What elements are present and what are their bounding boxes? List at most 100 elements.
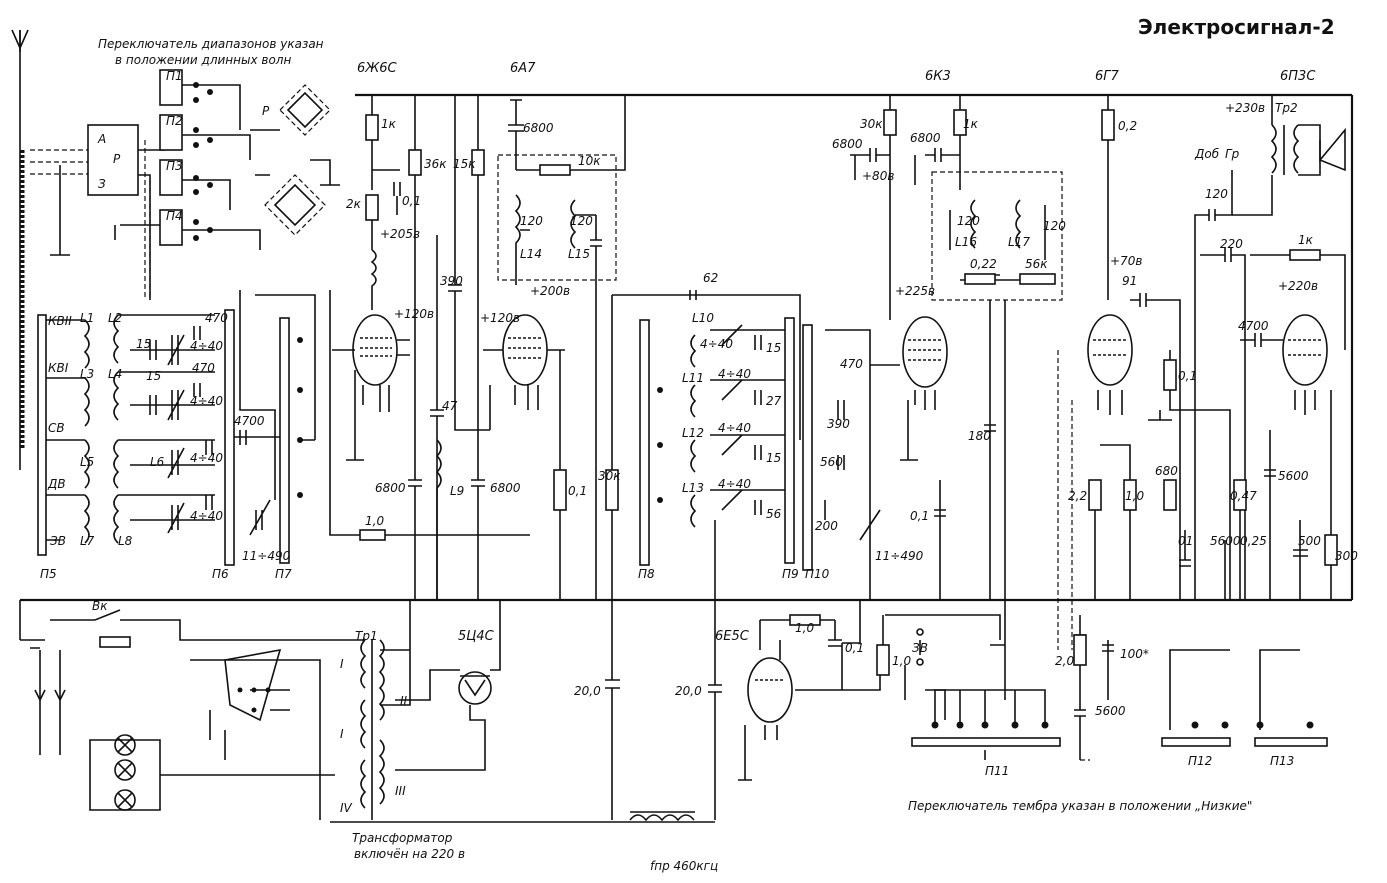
- component-label: L7: [80, 534, 95, 548]
- component-label: 5600: [1095, 704, 1126, 718]
- tube-label: 5Ц4С: [458, 629, 495, 644]
- component-label: II: [400, 694, 408, 708]
- component-label: +205в: [380, 227, 420, 241]
- component-label: КВI: [48, 361, 69, 375]
- tube-6g7: [1087, 95, 1231, 600]
- component-label: 6800: [910, 131, 941, 145]
- component-label: +80в: [862, 169, 894, 183]
- component-label: L1: [80, 311, 94, 325]
- component-label: 0,2: [1118, 119, 1137, 133]
- component-label: Р: [113, 152, 121, 166]
- component-label: 5600: [1210, 534, 1241, 548]
- component-label: 4÷40: [718, 367, 751, 381]
- component-label: 11÷490: [242, 549, 291, 563]
- if-frequency-note: fпр 460кгц: [650, 859, 718, 873]
- antenna-section: [11, 29, 340, 470]
- component-label: 680: [1155, 464, 1178, 478]
- component-label: 390: [440, 274, 463, 288]
- tube-label: 6Ж6С: [357, 61, 398, 76]
- component-label: IV: [340, 801, 353, 815]
- component-label: L4: [108, 367, 122, 381]
- component-label: 120: [570, 214, 593, 228]
- tube-6p3s: [1194, 95, 1346, 600]
- component-label: 220: [1220, 237, 1243, 251]
- component-label: I: [340, 727, 344, 741]
- component-label: П10: [805, 567, 830, 581]
- component-label: 62: [703, 271, 718, 285]
- component-label: 6800: [375, 481, 406, 495]
- component-label: 36к: [424, 157, 447, 171]
- component-label: I: [340, 657, 344, 671]
- component-label: 2к: [346, 197, 362, 211]
- component-label: 30к: [860, 117, 883, 131]
- component-label: L5: [80, 455, 94, 469]
- component-label: 20,0: [675, 684, 702, 698]
- component-label: +120в: [394, 307, 434, 321]
- component-label: L9: [450, 484, 464, 498]
- component-label: А: [97, 132, 106, 146]
- component-label: +70в: [1110, 254, 1142, 268]
- component-label: П5: [40, 567, 57, 581]
- component-label: 15: [136, 337, 151, 351]
- band-switch-note-1: Переключатель диапазонов указан: [98, 37, 324, 51]
- tube-6k3: [850, 95, 1063, 600]
- if-filter: [605, 290, 900, 600]
- component-label: Р: [262, 104, 270, 118]
- component-label: 6800: [832, 137, 863, 151]
- component-label: 30к: [598, 469, 621, 483]
- component-label: П9: [782, 567, 799, 581]
- component-label: 120: [1205, 187, 1228, 201]
- tube-label: 6Г7: [1095, 69, 1120, 84]
- tube-label: 6А7: [510, 61, 536, 76]
- component-label: 10к: [578, 154, 601, 168]
- component-label: 11÷490: [875, 549, 924, 563]
- component-label: 120: [520, 214, 543, 228]
- component-label: Тр2: [1275, 101, 1298, 115]
- tube-label: 6Е5С: [715, 629, 750, 644]
- diagram-title: Электросигнал-2: [1138, 15, 1335, 39]
- component-label: 0,1: [845, 641, 864, 655]
- component-label: 27: [766, 394, 782, 408]
- component-label: Доб: [1194, 147, 1220, 161]
- component-label: L14: [520, 247, 542, 261]
- transformer-note-2: включён на 220 в: [354, 847, 465, 861]
- input-coils: [37, 290, 530, 566]
- component-label: 300: [1335, 549, 1358, 563]
- component-label: П6: [212, 567, 229, 581]
- component-label: 1к: [1298, 233, 1314, 247]
- component-label: 6800: [523, 121, 554, 135]
- tube-6a7: [408, 95, 626, 600]
- tube-6e5s: [738, 600, 890, 781]
- component-label: 1к: [381, 117, 397, 131]
- tube-6zh6s: [332, 95, 422, 461]
- component-label: L17: [1008, 235, 1030, 249]
- component-label: 4÷40: [700, 337, 733, 351]
- component-label: 0,25: [1240, 534, 1267, 548]
- component-label: ДВ: [47, 477, 66, 491]
- tube-label: 6П3С: [1280, 69, 1316, 84]
- component-label: 1к: [963, 117, 979, 131]
- component-label: 0,1: [910, 509, 929, 523]
- component-label: П1: [166, 69, 183, 83]
- component-label: 4÷40: [718, 477, 751, 491]
- component-label: 2,0: [1055, 654, 1074, 668]
- component-label: 1,0: [1125, 489, 1144, 503]
- component-label: 470: [205, 311, 228, 325]
- component-label: 15: [766, 451, 781, 465]
- component-label: СВ: [48, 421, 65, 435]
- component-label: 4÷40: [190, 451, 223, 465]
- component-label: КВII: [48, 314, 72, 328]
- component-label: 390: [827, 417, 850, 431]
- component-label: П4: [166, 209, 183, 223]
- component-label: П8: [638, 567, 655, 581]
- power-supply: [20, 600, 722, 822]
- component-label: 1,0: [892, 654, 911, 668]
- component-label: 4÷40: [190, 394, 223, 408]
- component-label: 1,0: [795, 621, 814, 635]
- band-switch-note-2: в положении длинных волн: [115, 53, 291, 67]
- component-label: 0,1: [1178, 369, 1197, 383]
- transformer-note-1: Трансформатор: [352, 831, 453, 845]
- component-label: 01: [1178, 534, 1193, 548]
- component-label: +220в: [1278, 279, 1318, 293]
